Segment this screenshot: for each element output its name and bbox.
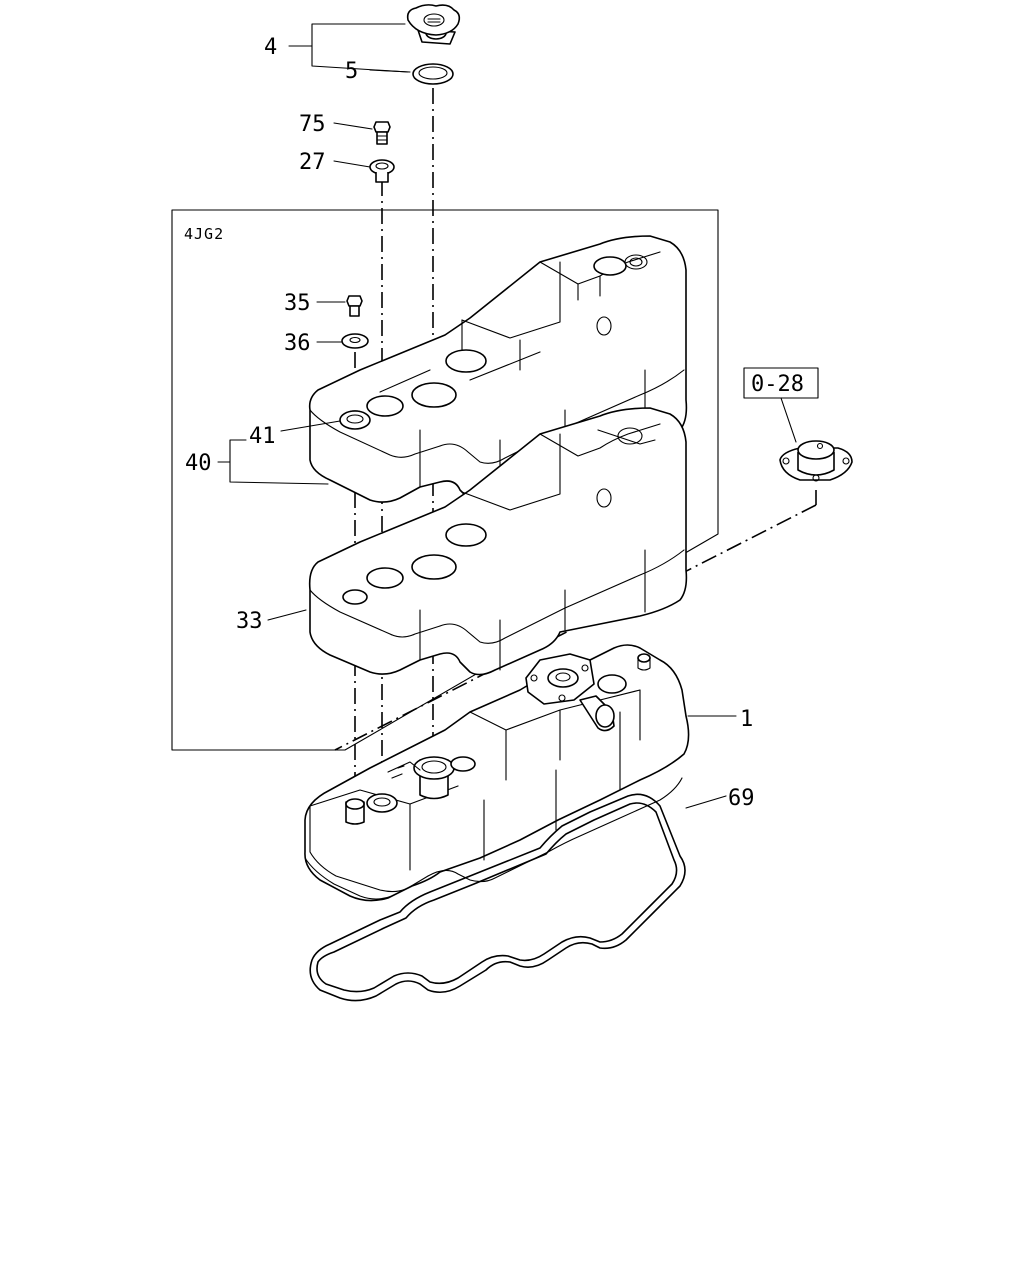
bolt-35[interactable] <box>346 295 363 317</box>
part-label-69: 69 <box>728 786 755 811</box>
frame-label: 4JG2 <box>184 225 224 243</box>
part-label-27: 27 <box>299 150 326 175</box>
head-cover-gasket[interactable] <box>309 793 686 1002</box>
part-label-36: 36 <box>284 331 311 356</box>
bolt-75[interactable] <box>373 121 391 145</box>
part-label-41: 41 <box>249 424 276 449</box>
part-label-35: 35 <box>284 291 311 316</box>
insulator-plate-33[interactable] <box>308 407 688 676</box>
part-label-75: 75 <box>299 112 326 137</box>
reference-box-label: 0-28 <box>751 372 804 397</box>
part-label-40: 40 <box>185 451 212 476</box>
filler-cap-o-ring[interactable] <box>412 63 454 85</box>
washer-36[interactable] <box>341 333 369 349</box>
leader-lines <box>217 23 737 809</box>
reference-box[interactable]: 0-28 <box>743 367 819 443</box>
seal-ring-41[interactable] <box>339 410 371 430</box>
part-labels: 4 5 75 27 35 36 41 40 33 1 69 <box>185 35 755 811</box>
part-label-5: 5 <box>345 59 358 84</box>
part-label-33: 33 <box>236 609 263 634</box>
seal-washer-27[interactable] <box>369 159 395 183</box>
part-label-1: 1 <box>740 707 753 732</box>
cylinder-head-cover[interactable] <box>304 644 690 902</box>
part-label-4: 4 <box>264 35 277 60</box>
oil-filler-cap[interactable] <box>406 4 461 45</box>
pcv-valve[interactable] <box>779 440 853 482</box>
